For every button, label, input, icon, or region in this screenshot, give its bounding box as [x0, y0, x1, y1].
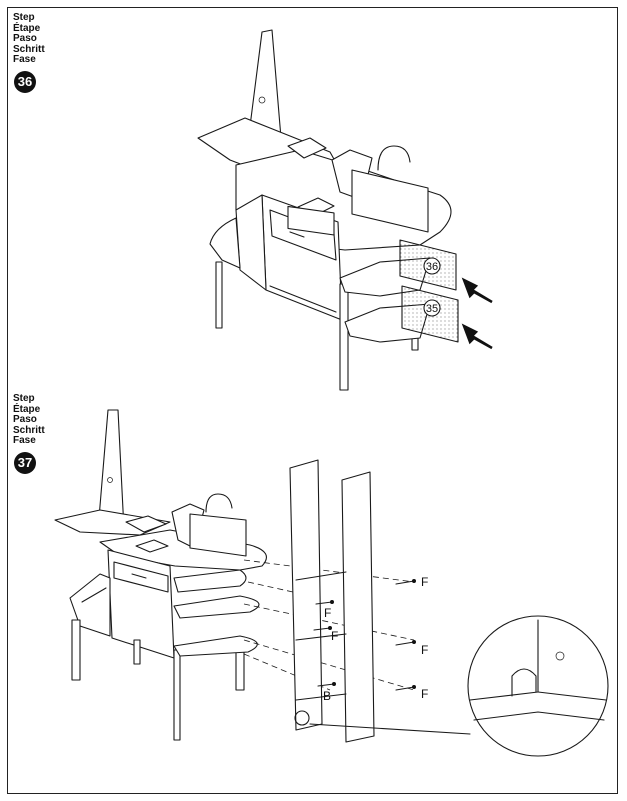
leg — [215, 261, 223, 329]
guide-line — [243, 639, 415, 691]
page-frame — [7, 7, 618, 794]
leg — [173, 649, 181, 741]
panel-number: 35 — [426, 303, 438, 315]
step-label-en: Step — [13, 393, 35, 404]
step-36-labels: Step Étape Paso Schritt Fase — [13, 12, 45, 66]
guide-line — [243, 559, 415, 583]
step-label-de: Schritt — [13, 424, 45, 436]
panel-hole — [258, 96, 266, 104]
panel-number-circle — [423, 257, 441, 275]
screw — [313, 627, 331, 631]
step-37-labels: Step Étape Paso Schritt Fase — [13, 393, 45, 447]
cooktop — [287, 205, 335, 236]
part-label: F — [324, 606, 331, 620]
step-number-badge: 36 — [14, 71, 36, 93]
side-unit-panel — [341, 471, 375, 743]
leg — [339, 283, 349, 391]
part-label: B — [323, 689, 331, 703]
part-label: F — [331, 629, 338, 643]
shelf-line — [295, 571, 347, 581]
part-label: F — [421, 687, 428, 701]
screw — [395, 686, 415, 691]
backsplash — [351, 169, 429, 233]
side-unit-panel — [289, 459, 323, 731]
step-number-badge: 37 — [14, 452, 36, 474]
screw — [395, 580, 415, 585]
step-label-en: Step — [13, 12, 35, 23]
detail-edge — [473, 711, 605, 721]
detail-hole — [555, 651, 565, 661]
panel-number: 36 — [426, 261, 438, 273]
backsplash — [189, 513, 247, 557]
part-label: F — [421, 575, 428, 589]
leg — [133, 639, 141, 665]
screw-head — [330, 600, 334, 604]
guide-line — [243, 603, 415, 641]
faucet — [205, 493, 233, 513]
leg — [71, 619, 81, 681]
oven-handle — [289, 231, 305, 238]
step-label-it: Fase — [13, 54, 36, 65]
step-label-es: Paso — [13, 414, 37, 425]
detail-leader — [309, 723, 471, 735]
sink — [287, 137, 327, 159]
screw-head — [412, 579, 416, 583]
insert-arrow — [461, 277, 493, 304]
step-36-kitchen-drawing: 36 35 — [197, 29, 493, 391]
shelf-edge — [81, 587, 107, 603]
oven-handle — [131, 573, 147, 579]
faucet — [377, 145, 411, 171]
step-label-fr: Étape — [13, 22, 41, 34]
shelf-line — [295, 693, 347, 701]
oven-door — [113, 561, 169, 593]
sink-basin — [135, 539, 169, 553]
step-label-de: Schritt — [13, 43, 45, 55]
right-shelf — [173, 595, 260, 619]
insert-arrow — [461, 323, 493, 350]
right-shelf — [173, 635, 258, 657]
detail-marker — [294, 710, 310, 726]
bolt — [317, 683, 335, 687]
left-shelf — [209, 217, 241, 269]
panel-number-circle — [423, 299, 441, 317]
detail-notch — [511, 668, 537, 697]
counter-main — [99, 529, 267, 571]
detail-corner — [537, 691, 607, 701]
screw-head — [328, 626, 332, 630]
screw-head — [412, 640, 416, 644]
step-label-es: Paso — [13, 33, 37, 44]
shelf-line — [295, 633, 347, 641]
cooktop — [125, 515, 167, 533]
guide-line — [243, 653, 331, 691]
part-label: F — [421, 643, 428, 657]
bottom-rail — [269, 285, 337, 313]
oven-front — [107, 549, 175, 659]
left-side — [235, 194, 267, 291]
screw — [315, 601, 333, 605]
panel-hole — [107, 477, 113, 483]
step-label-it: Fase — [13, 435, 36, 446]
bolt-head — [332, 682, 336, 686]
screw-head — [412, 685, 416, 689]
step-37-kitchen-drawing: F F F F F B — [54, 409, 609, 757]
screw — [395, 641, 415, 646]
right-shelf — [173, 569, 247, 593]
step-label-fr: Étape — [13, 403, 41, 415]
